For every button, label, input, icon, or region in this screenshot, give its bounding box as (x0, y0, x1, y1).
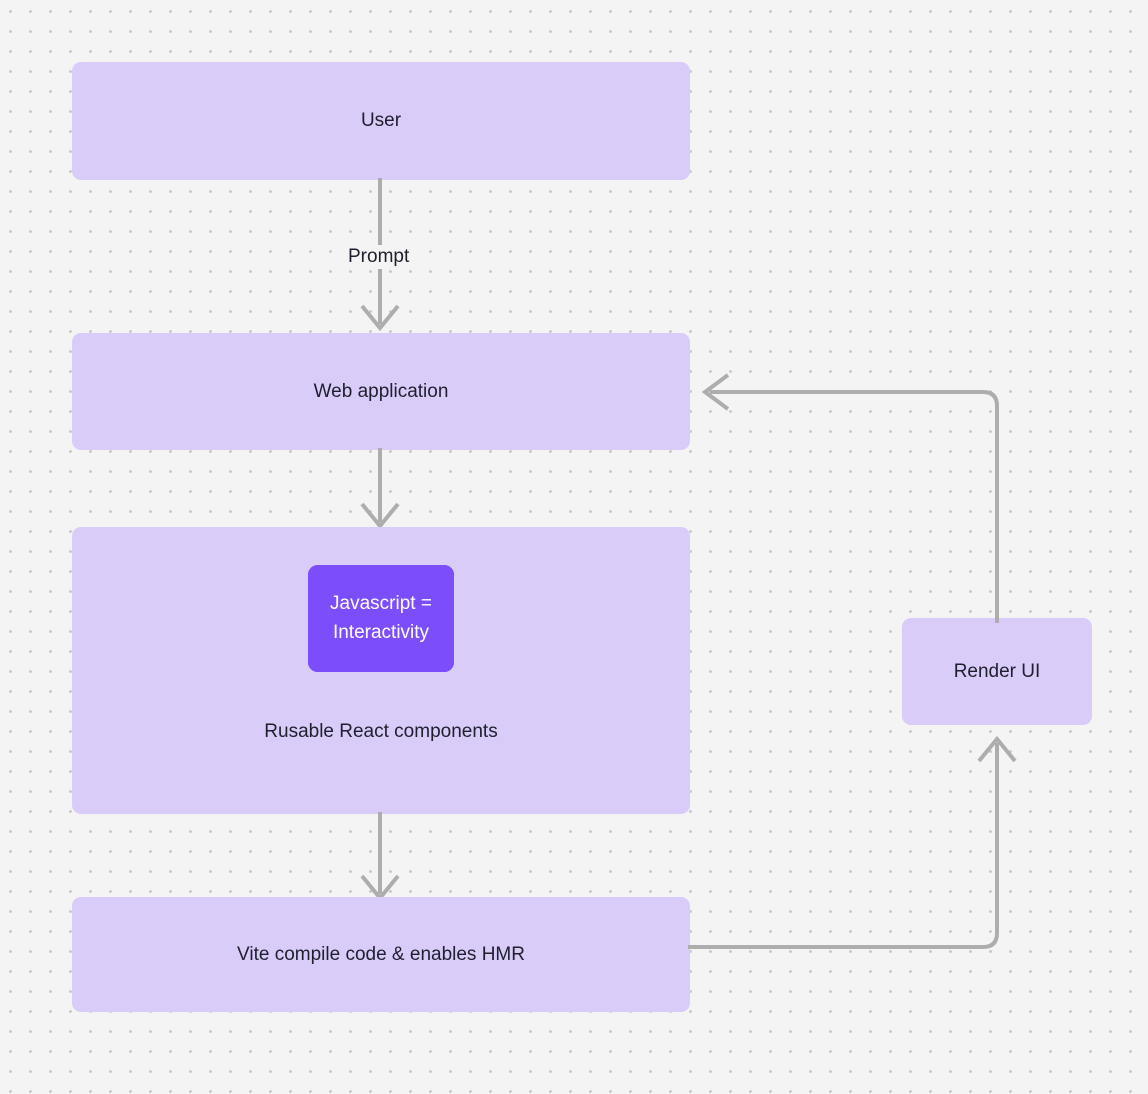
node-web-application[interactable]: Web application (72, 333, 690, 450)
node-render-ui-label: Render UI (953, 660, 1041, 682)
connector-web-application-to-components (360, 448, 400, 530)
edge-label-prompt: Prompt (343, 245, 415, 269)
node-user-label: User (360, 110, 402, 132)
connector-render-ui-to-web-application (701, 373, 999, 623)
component-box-javascript[interactable]: Javascript = Interactivity (308, 565, 454, 672)
node-web-application-label: Web application (313, 380, 449, 402)
node-user[interactable]: User (72, 62, 690, 180)
react-components-caption: Rusable React components (264, 721, 498, 742)
node-react-components[interactable]: HTML = structure CSS = Styles & Layouts … (72, 527, 690, 814)
node-vite-label: Vite compile code & enables HMR (237, 943, 525, 965)
connector-vite-to-render-ui (688, 735, 1017, 949)
component-box-javascript-label: Javascript = Interactivity (330, 593, 432, 643)
node-render-ui[interactable]: Render UI (902, 618, 1092, 725)
node-vite[interactable]: Vite compile code & enables HMR (72, 897, 690, 1012)
